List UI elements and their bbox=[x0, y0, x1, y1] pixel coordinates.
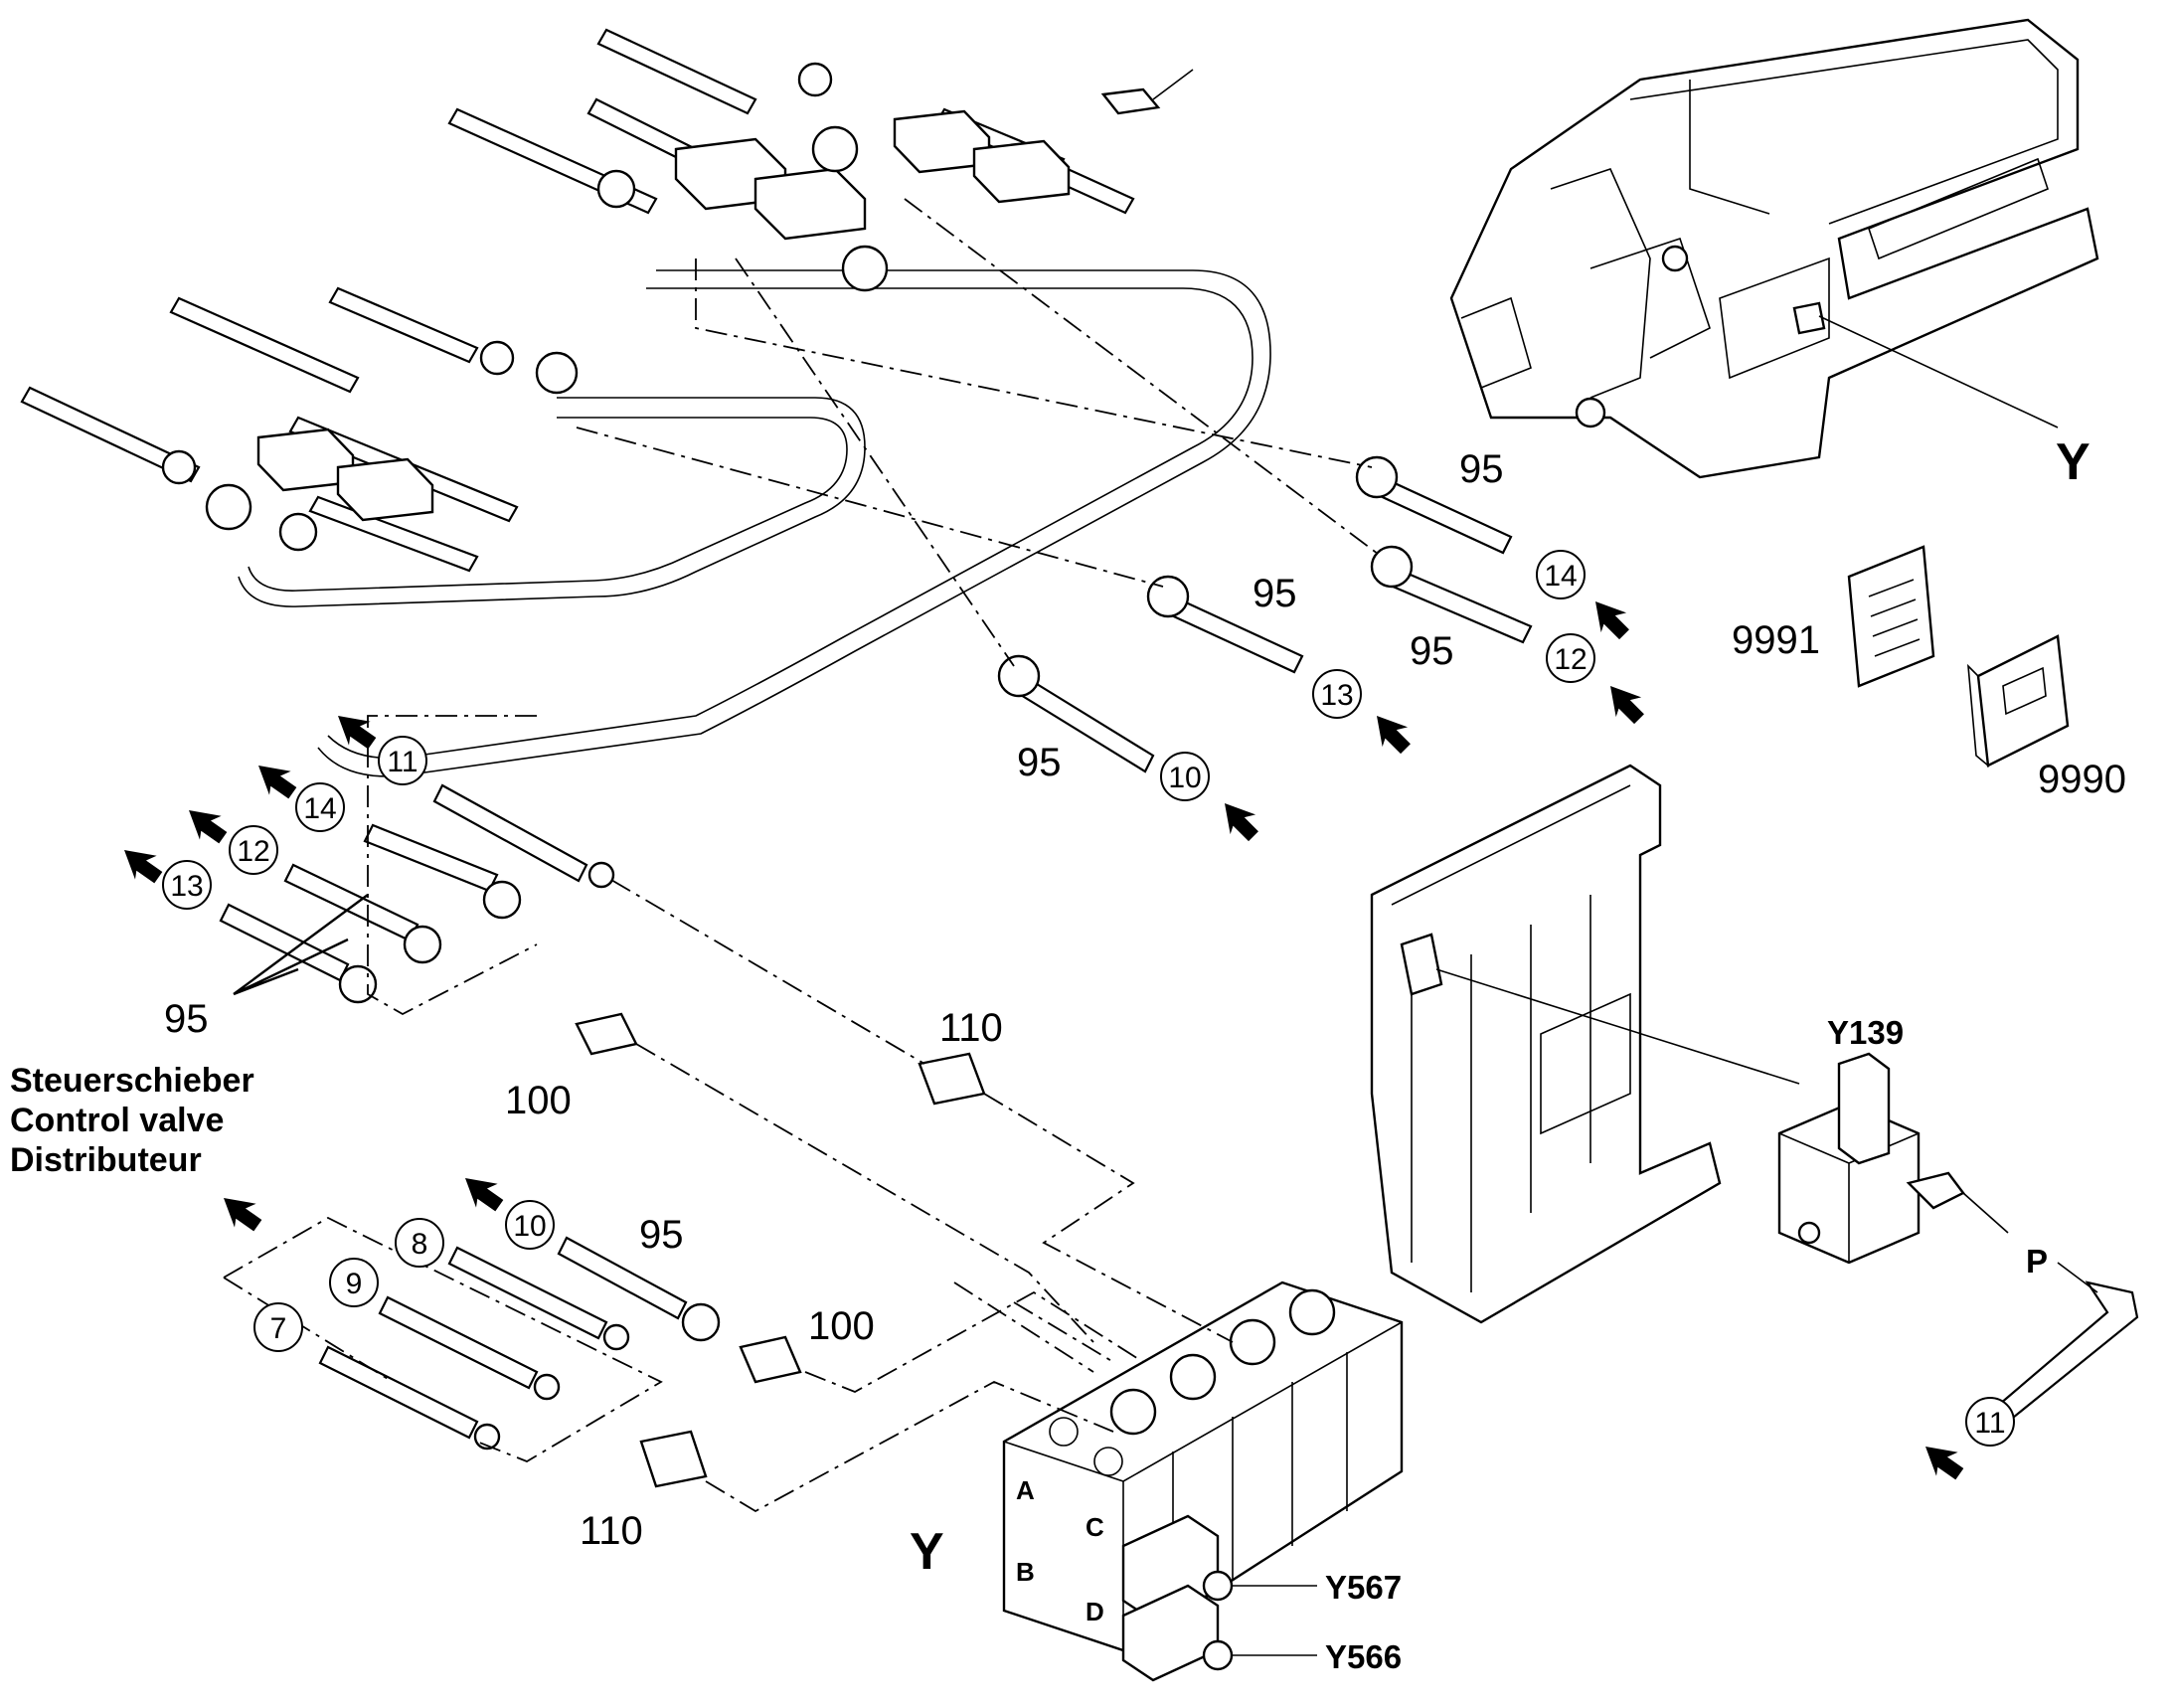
flow-arrow-3 bbox=[1377, 716, 1411, 755]
port-a: A bbox=[1016, 1475, 1035, 1505]
flow-arrow-7 bbox=[189, 810, 228, 844]
port-c: C bbox=[1086, 1512, 1104, 1542]
label-control-valve: Control valve bbox=[10, 1102, 224, 1139]
manifold-blocks-left bbox=[161, 340, 579, 552]
callout-9: 9 bbox=[329, 1258, 379, 1307]
part-100-a: 100 bbox=[505, 1079, 572, 1122]
port-letters: A B C D bbox=[1016, 1475, 1104, 1626]
callout-circles: 14 12 13 10 11 14 12 13 8 9 7 10 11 bbox=[162, 550, 2015, 1447]
svg-text:8: 8 bbox=[412, 1228, 428, 1261]
manifold-blocks-top bbox=[596, 62, 1194, 292]
part-numbers: 95 95 95 95 95 95 100 100 110 110 9991 9… bbox=[164, 447, 2126, 1553]
adapter-110-upper bbox=[918, 1052, 986, 1106]
part-95-low: 95 bbox=[639, 1213, 684, 1257]
flow-arrow-10 bbox=[224, 1198, 262, 1232]
part-95-d: 95 bbox=[1017, 741, 1062, 784]
label-y567: Y567 bbox=[1325, 1569, 1402, 1606]
svg-text:7: 7 bbox=[270, 1312, 287, 1345]
svg-text:11: 11 bbox=[387, 746, 418, 778]
callout-8: 8 bbox=[395, 1218, 444, 1268]
flow-arrow-8 bbox=[124, 850, 163, 884]
port-d: D bbox=[1086, 1597, 1104, 1626]
flow-arrows bbox=[124, 601, 1964, 1480]
flow-arrow-9 bbox=[465, 1178, 504, 1212]
callout-13-left: 13 bbox=[162, 860, 212, 910]
callout-12-left: 12 bbox=[229, 825, 278, 875]
svg-text:14: 14 bbox=[303, 792, 336, 825]
flow-arrow-11 bbox=[1925, 1447, 1964, 1480]
leader-lines bbox=[233, 894, 369, 996]
svg-text:12: 12 bbox=[237, 835, 269, 868]
callout-14-left: 14 bbox=[295, 782, 345, 832]
part-95-a: 95 bbox=[1459, 447, 1504, 491]
component-labels: Y Y Y139 Y567 Y566 P bbox=[910, 433, 2090, 1675]
part-95-left: 95 bbox=[164, 997, 209, 1041]
label-y566: Y566 bbox=[1325, 1638, 1402, 1675]
label-y139: Y139 bbox=[1827, 1014, 1904, 1051]
svg-text:12: 12 bbox=[1554, 643, 1587, 676]
part-9990: 9990 bbox=[2038, 758, 2126, 801]
hoses-lower-left bbox=[318, 1236, 802, 1488]
upper-pipe-assembly bbox=[20, 28, 1271, 777]
adapter-100-lower bbox=[739, 1335, 802, 1384]
adapter-100-upper bbox=[575, 1012, 638, 1056]
flow-arrow-1 bbox=[1595, 601, 1629, 640]
machine-frame-top-right bbox=[1449, 18, 2099, 479]
part-9991: 9991 bbox=[1732, 618, 1820, 662]
part-110-b: 110 bbox=[580, 1509, 643, 1553]
part-95-c: 95 bbox=[1410, 629, 1454, 673]
label-distributeur: Distributeur bbox=[10, 1141, 202, 1179]
svg-text:13: 13 bbox=[170, 870, 203, 903]
hydraulic-panel-center-right bbox=[1370, 764, 2139, 1424]
control-valve-label: Steuerschieber Control valve Distributeu… bbox=[10, 1062, 254, 1179]
flow-arrow-5 bbox=[338, 716, 377, 750]
flow-arrow-6 bbox=[258, 766, 297, 799]
callout-10-low: 10 bbox=[505, 1200, 555, 1250]
svg-text:11: 11 bbox=[1974, 1407, 2005, 1440]
control-valve-block bbox=[1002, 1281, 1404, 1682]
adapter-110-lower bbox=[639, 1430, 708, 1488]
label-y-frame: Y bbox=[2056, 433, 2090, 491]
callout-10-mid: 10 bbox=[1160, 752, 1210, 801]
label-p-port: P bbox=[2026, 1243, 2048, 1280]
callout-11-right: 11 bbox=[1965, 1397, 2015, 1447]
port-b: B bbox=[1016, 1557, 1035, 1587]
part-95-b: 95 bbox=[1253, 572, 1297, 615]
manual-icon bbox=[1976, 634, 2070, 768]
flow-arrow-4 bbox=[1225, 803, 1258, 842]
callout-11-left: 11 bbox=[378, 736, 427, 785]
svg-text:13: 13 bbox=[1320, 679, 1353, 712]
svg-text:10: 10 bbox=[1168, 762, 1201, 794]
svg-text:14: 14 bbox=[1544, 560, 1577, 593]
callout-7: 7 bbox=[253, 1302, 303, 1352]
svg-text:9: 9 bbox=[346, 1268, 363, 1300]
svg-text:10: 10 bbox=[513, 1210, 546, 1243]
part-110-a: 110 bbox=[939, 1006, 1003, 1050]
callout-12-top: 12 bbox=[1546, 633, 1595, 683]
hose-group-top bbox=[20, 28, 1135, 573]
sheet-icon bbox=[1847, 545, 1935, 688]
flow-arrow-2 bbox=[1610, 686, 1644, 725]
document-icons bbox=[1847, 545, 2070, 768]
part-100-b: 100 bbox=[808, 1304, 875, 1348]
label-y-valve: Y bbox=[910, 1523, 944, 1581]
label-steuerschieber: Steuerschieber bbox=[10, 1062, 254, 1100]
callout-14-top: 14 bbox=[1536, 550, 1586, 599]
connection-lines bbox=[223, 198, 1383, 1513]
hoses-95-upper bbox=[997, 455, 1533, 773]
callout-13-mid: 13 bbox=[1312, 669, 1362, 719]
